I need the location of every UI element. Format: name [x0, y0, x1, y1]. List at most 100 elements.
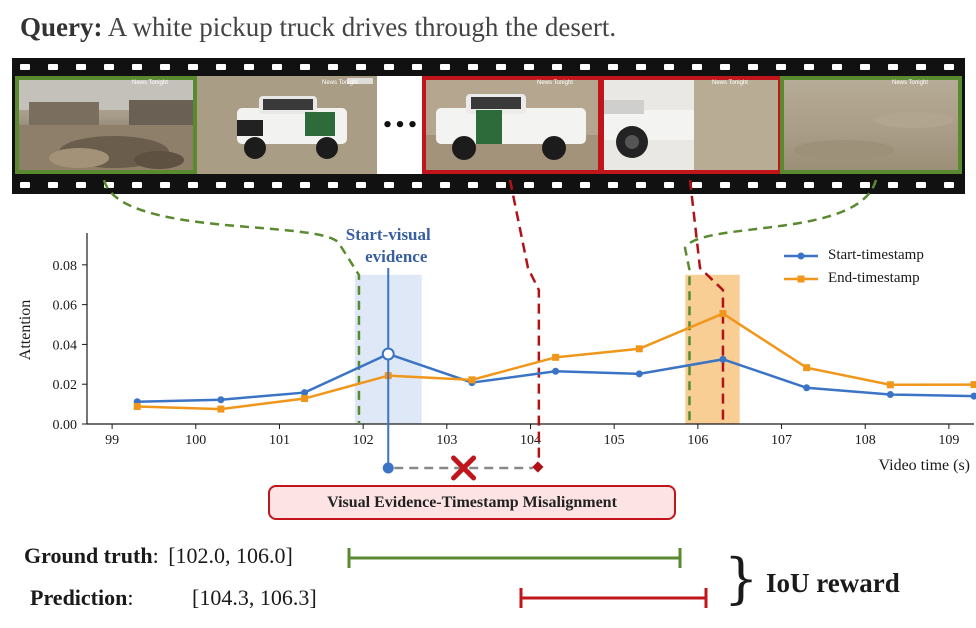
prediction-colon: :: [127, 585, 134, 610]
sprocket-hole: [244, 64, 254, 70]
end-series-point: [635, 345, 643, 353]
sprocket-hole: [272, 182, 282, 188]
sprocket-hole: [188, 64, 198, 70]
start-series-point: [719, 355, 727, 363]
sprocket-hole: [384, 182, 394, 188]
sprocket-hole: [104, 64, 114, 70]
start-series-point: [301, 389, 309, 397]
watermark-4: News Tonight: [537, 80, 573, 86]
end-series-point: [719, 310, 727, 318]
y-tick-label: 0.08: [53, 259, 78, 274]
sprocket-hole: [160, 182, 170, 188]
truck-side-scene: [426, 80, 598, 170]
legend-marker-end: [784, 275, 818, 282]
watermark-2: News Tonight: [322, 80, 358, 86]
end-series-point: [301, 395, 309, 403]
legend-marker-start: [784, 252, 818, 259]
prediction-value: [104.3, 106.3]: [192, 585, 317, 610]
sprocket-hole: [776, 182, 786, 188]
sprocket-hole: [20, 182, 30, 188]
sprocket-hole: [860, 182, 870, 188]
sprocket-hole: [412, 182, 422, 188]
ground-truth-colon: :: [152, 543, 159, 568]
sprocket-hole: [720, 64, 730, 70]
evidence-peak-marker: [381, 347, 395, 361]
sprocket-hole: [636, 64, 646, 70]
video-frame-5: [600, 76, 782, 174]
sprocket-hole: [76, 182, 86, 188]
sprocket-hole: [580, 64, 590, 70]
sprocket-hole: [748, 182, 758, 188]
video-frame-6: [780, 76, 962, 174]
watermark-1: News Tonight: [132, 80, 168, 86]
y-tick-label: 0.06: [53, 299, 78, 314]
chart-legend: Start-timestamp End-timestamp: [784, 244, 924, 290]
x-tick-label: 107: [771, 433, 792, 448]
video-frame-1: [15, 76, 197, 174]
y-tick-label: 0.02: [53, 378, 78, 393]
end-series-point: [970, 381, 976, 389]
y-tick-label: 0.00: [53, 418, 78, 433]
sprocket-hole: [720, 182, 730, 188]
sprocket-hole: [888, 64, 898, 70]
connector-curves: [102, 179, 878, 466]
iou-reward-label: IoU reward: [766, 568, 900, 598]
end-highlight-band: [685, 274, 740, 424]
y-axis-label: Attention: [17, 300, 34, 360]
sprocket-hole: [692, 182, 702, 188]
pred-end-connector: [688, 179, 725, 424]
x-tick-label: 108: [855, 433, 876, 448]
x-axis-label: Video time (s): [879, 457, 970, 474]
prediction-label: Prediction: [30, 585, 128, 610]
sprocket-hole: [692, 64, 702, 70]
pred-time-marker: [532, 461, 544, 473]
series-line-end: [137, 312, 975, 411]
sprocket-hole: [132, 182, 142, 188]
x-tick-label: 109: [938, 433, 959, 448]
pred-start-connector: [508, 179, 541, 466]
sprocket-hole: [384, 64, 394, 70]
x-tick-label: 100: [185, 433, 206, 448]
start-series-point: [886, 391, 894, 399]
sprocket-hole: [552, 182, 562, 188]
sprocket-hole: [468, 64, 478, 70]
sprocket-hole: [664, 182, 674, 188]
chart-series: [133, 268, 976, 481]
sprocket-hole: [76, 64, 86, 70]
empty-desert-scene: [794, 112, 954, 160]
sprocket-hole: [216, 64, 226, 70]
sprocket-hole: [580, 182, 590, 188]
legend-item-end: End-timestamp: [784, 267, 924, 290]
sprocket-hole: [188, 182, 198, 188]
series-line-start: [137, 352, 975, 403]
sprocket-hole: [216, 182, 226, 188]
legend-label-end: End-timestamp: [828, 270, 920, 286]
sprocket-hole: [636, 182, 646, 188]
start-series-point: [635, 370, 643, 378]
cross-icon: [451, 455, 477, 481]
gt-start-connector: [102, 179, 361, 424]
evidence-time-marker: [382, 462, 394, 474]
gt-end-connector: [683, 179, 878, 424]
sprocket-hole: [608, 64, 618, 70]
ground-truth-value: [102.0, 106.0]: [168, 543, 293, 568]
query-label: Query:: [20, 12, 103, 42]
query-text: A white pickup truck drives through the …: [107, 12, 617, 42]
legend-item-start: Start-timestamp: [784, 244, 924, 267]
legend-label-start: Start-timestamp: [828, 247, 924, 263]
sprocket-hole: [944, 182, 954, 188]
sprocket-hole: [748, 64, 758, 70]
start-visual-label-line1: Start-visual: [346, 225, 431, 244]
end-series-point: [217, 405, 225, 413]
prediction-row: Prediction:: [30, 585, 133, 611]
start-series-point: [803, 384, 811, 392]
start-series-point: [217, 396, 225, 404]
watermark-6: News Tonight: [892, 80, 928, 86]
start-series-point: [970, 392, 976, 400]
end-series-point: [468, 376, 476, 384]
misalignment-box: Visual Evidence-Timestamp Misalignment: [268, 485, 676, 520]
brace-icon: }: [724, 547, 759, 610]
highlight-bands: [354, 274, 740, 424]
x-tick-label: 103: [436, 433, 457, 448]
sprocket-hole: [440, 182, 450, 188]
